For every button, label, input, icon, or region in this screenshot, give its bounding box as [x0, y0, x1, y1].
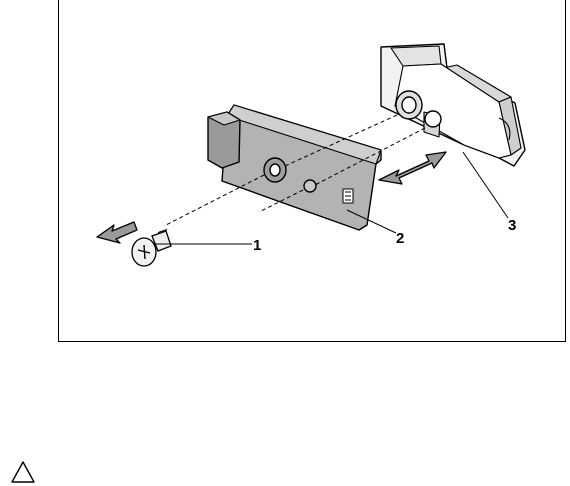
sensor-board — [208, 105, 381, 230]
callout-2: 2 — [396, 230, 404, 247]
screw — [132, 229, 171, 266]
warning-triangle-icon — [10, 460, 36, 484]
exploded-view-diagram: 1 2 3 — [59, 0, 567, 342]
leader-line-3 — [463, 152, 508, 218]
bracket — [381, 44, 525, 166]
callout-3: 3 — [508, 217, 516, 234]
callout-1: 1 — [253, 237, 261, 254]
illustration-frame: 1 2 3 — [58, 0, 566, 342]
arrow-left-icon — [97, 222, 137, 243]
double-arrow-icon — [379, 152, 446, 184]
